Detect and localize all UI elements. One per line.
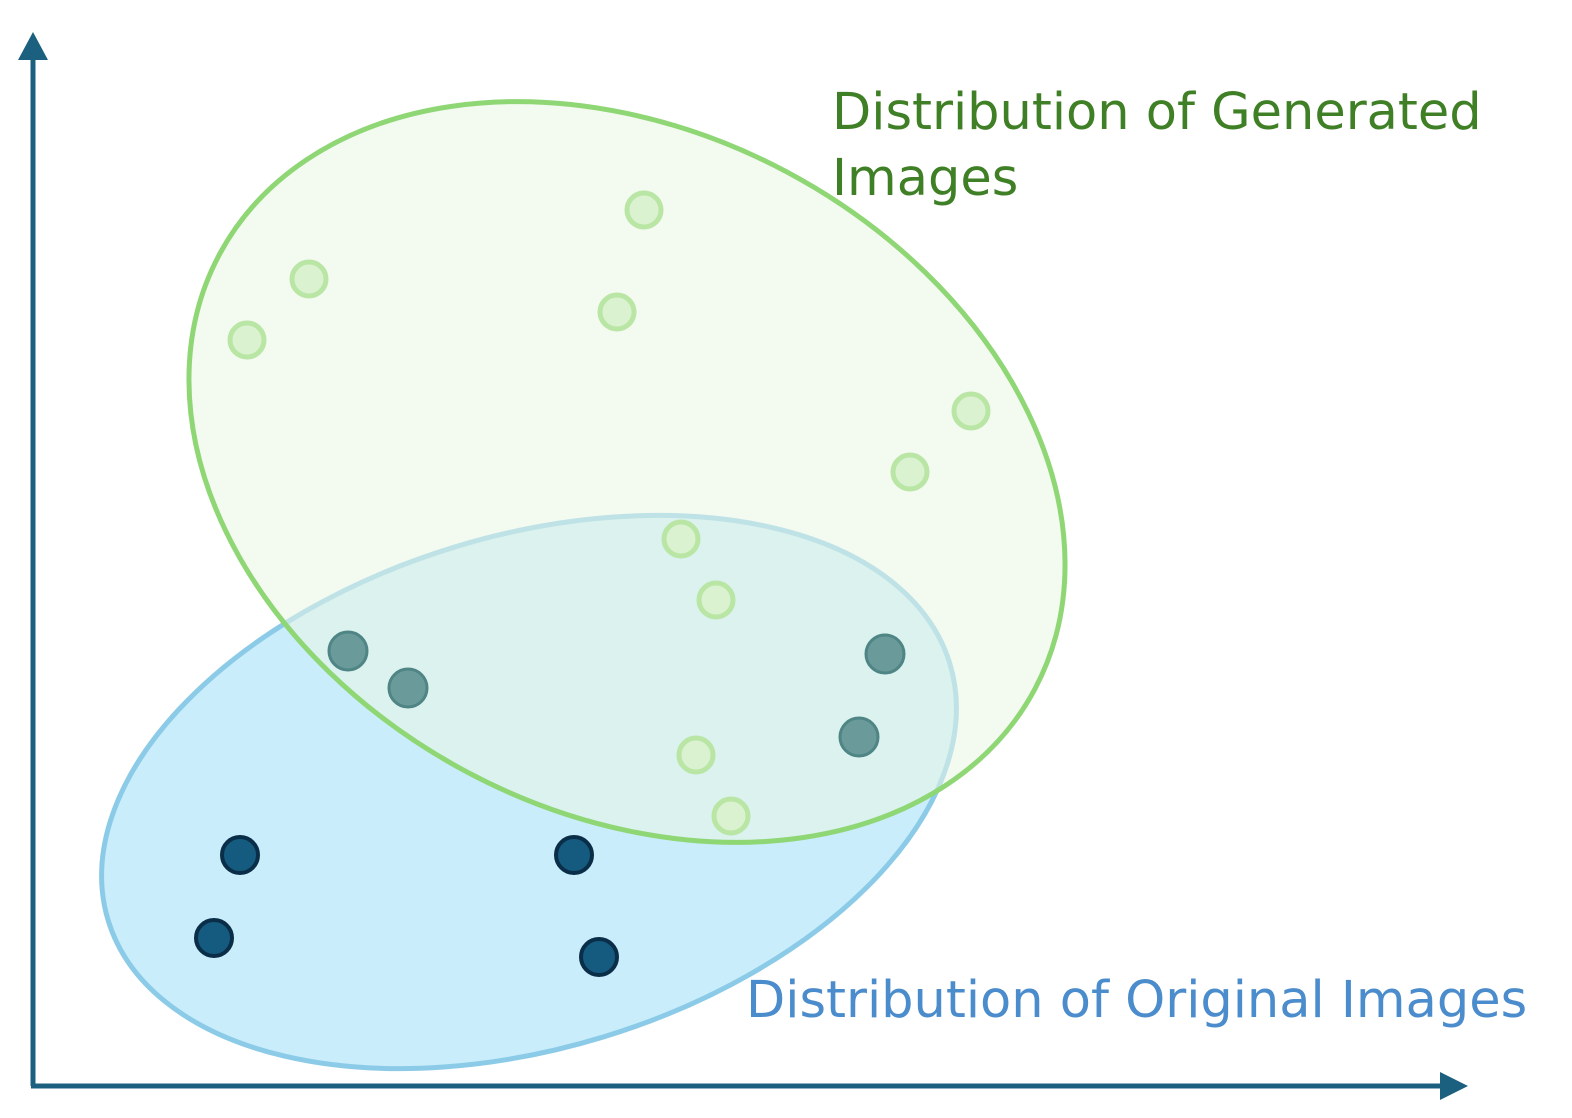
original-point xyxy=(194,918,234,958)
arrow-right-icon xyxy=(1440,1072,1468,1100)
axes xyxy=(18,32,1468,1100)
generated-point xyxy=(597,292,637,332)
generated-point xyxy=(890,452,930,492)
original-distribution-label: Distribution of Original Images xyxy=(746,968,1527,1034)
overlap-point xyxy=(838,716,880,758)
overlap-point xyxy=(864,633,906,675)
original-point xyxy=(220,835,260,875)
original-point xyxy=(554,835,594,875)
generated-distribution-label: Distribution of Generated Images xyxy=(832,80,1482,212)
generated-label-line1: Distribution of Generated xyxy=(832,83,1482,142)
original-points xyxy=(194,835,619,977)
generated-point xyxy=(624,190,664,230)
generated-point xyxy=(289,259,329,299)
generated-distribution-ellipse xyxy=(186,99,1068,845)
generated-label-line2: Images xyxy=(832,149,1019,208)
overlap-point xyxy=(327,630,369,672)
original-label-text: Distribution of Original Images xyxy=(746,971,1528,1030)
generated-points xyxy=(227,190,991,836)
generated-point xyxy=(227,320,267,360)
generated-point xyxy=(711,796,751,836)
arrow-up-icon xyxy=(18,32,48,60)
overlap-points xyxy=(327,630,906,758)
original-point xyxy=(579,937,619,977)
overlap-point xyxy=(387,667,429,709)
generated-point xyxy=(951,391,991,431)
generated-point xyxy=(696,580,736,620)
generated-point xyxy=(661,519,701,559)
generated-point xyxy=(676,735,716,775)
